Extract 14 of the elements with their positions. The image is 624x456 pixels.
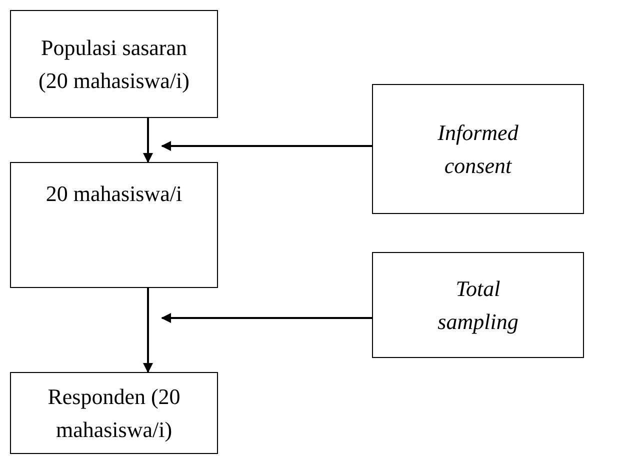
box-text: Populasi sasaran (20 mahasiswa/i) bbox=[38, 34, 190, 95]
process-box bbox=[372, 252, 584, 358]
process-box bbox=[372, 84, 584, 214]
process-box bbox=[10, 10, 218, 118]
arrow bbox=[143, 118, 153, 163]
arrow bbox=[161, 141, 372, 151]
box-text: 20 mahasiswa/i bbox=[46, 180, 182, 208]
process-box bbox=[10, 372, 218, 454]
box-text: Responden (20 mahasiswa/i) bbox=[46, 383, 182, 444]
arrow bbox=[161, 313, 372, 323]
box-text: Total sampling bbox=[436, 275, 520, 336]
arrow bbox=[143, 288, 153, 373]
box-text: Informed consent bbox=[436, 119, 520, 180]
process-box bbox=[10, 162, 218, 288]
